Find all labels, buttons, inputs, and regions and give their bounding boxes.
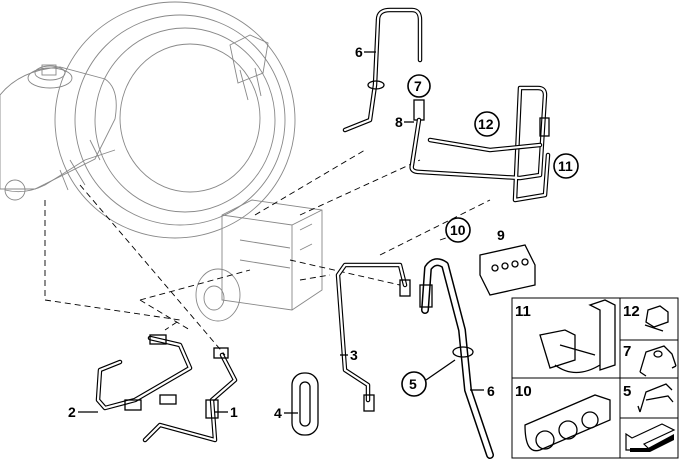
- callout-8: 8: [395, 114, 414, 130]
- inset-panel: 11 12 7 10 5: [511, 297, 679, 459]
- brake-booster: [54, 1, 296, 239]
- pipe-clip-9: [479, 244, 536, 296]
- callout-11: 11: [553, 153, 579, 179]
- callout-2: 2: [68, 404, 98, 420]
- svg-text:5: 5: [623, 383, 631, 400]
- svg-text:4: 4: [274, 405, 282, 421]
- svg-text:12: 12: [623, 303, 640, 320]
- svg-text:7: 7: [414, 78, 422, 94]
- inset-cell-5: 5: [623, 383, 674, 413]
- callout-6-top: 6: [355, 44, 376, 60]
- callout-4: 4: [274, 405, 298, 421]
- svg-text:10: 10: [515, 383, 532, 400]
- callout-1: 1: [215, 404, 238, 420]
- callout-7: 7: [407, 74, 431, 98]
- brake-hose-front: [419, 258, 494, 459]
- callout-6-bottom: 6: [470, 383, 495, 399]
- callout-9: 9: [497, 227, 505, 243]
- grommet: [291, 372, 319, 436]
- svg-text:11: 11: [515, 303, 531, 320]
- svg-text:12: 12: [478, 116, 494, 132]
- svg-text:6: 6: [355, 44, 363, 60]
- brake-pipe-3: [335, 262, 411, 412]
- arrow-icon[interactable]: [625, 423, 676, 452]
- brake-hose-top: [342, 7, 423, 133]
- master-cylinder: [0, 64, 117, 201]
- callout-5: 5: [401, 359, 456, 397]
- svg-text:8: 8: [395, 114, 403, 130]
- svg-text:1: 1: [230, 404, 238, 420]
- brake-pipe-rear: [409, 85, 551, 203]
- leader-lines: [44, 149, 491, 356]
- svg-text:9: 9: [497, 227, 505, 243]
- brake-pipe-2: [95, 334, 193, 411]
- svg-text:5: 5: [409, 376, 417, 392]
- svg-text:2: 2: [68, 404, 76, 420]
- callout-10: 10: [445, 217, 471, 243]
- inset-cell-11: 11: [515, 299, 616, 374]
- inset-cell-7: 7: [623, 343, 677, 377]
- brake-pipe-1: [142, 347, 238, 443]
- inset-cell-10: 10: [515, 383, 611, 452]
- svg-text:6: 6: [487, 383, 495, 399]
- abs-unit: [195, 199, 323, 322]
- svg-text:11: 11: [558, 158, 573, 174]
- callout-12: 12: [474, 111, 500, 137]
- svg-text:10: 10: [450, 222, 466, 238]
- inset-cell-12: 12: [623, 303, 669, 332]
- svg-text:3: 3: [350, 347, 358, 363]
- callout-3: 3: [340, 347, 358, 363]
- svg-text:7: 7: [623, 343, 631, 360]
